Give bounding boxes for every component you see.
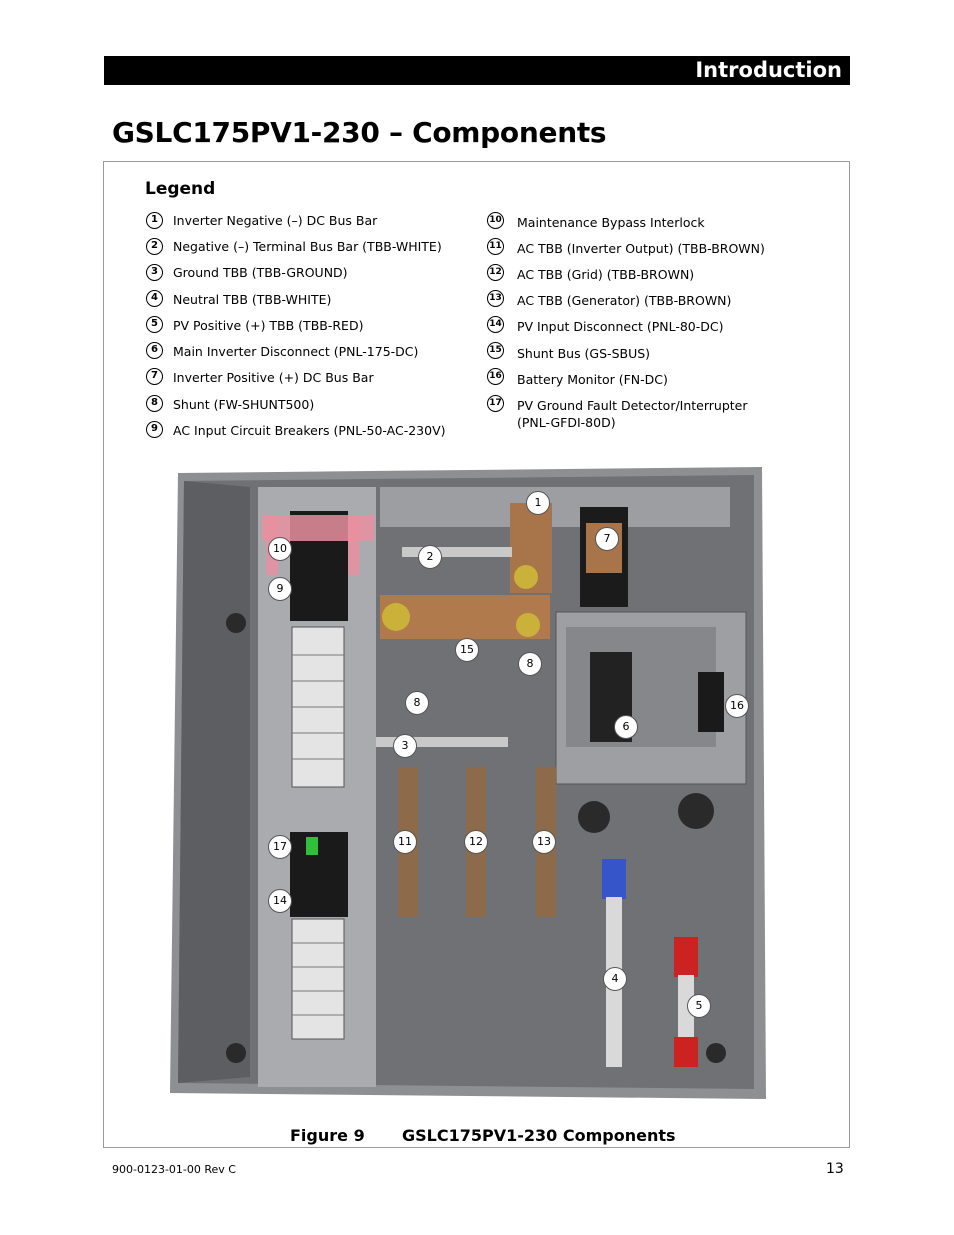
legend-label: Inverter Negative (–) DC Bus Bar [173,213,378,228]
callout-12: 12 [464,830,488,854]
figure-frame [103,161,850,1148]
legend-label: Shunt (FW-SHUNT500) [173,397,315,412]
callout-11: 11 [393,830,417,854]
legend-label: Shunt Bus (GS-SBUS) [517,346,651,361]
legend-label: Ground TBB (TBB-GROUND) [173,265,348,280]
document-number: 900-0123-01-00 Rev C [112,1163,236,1176]
page-title: GSLC175PV1-230 – Components [112,116,607,149]
legend-num: 3 [146,264,163,281]
legend-num: 17 [487,395,504,412]
callout-4: 4 [603,967,627,991]
callout-10: 10 [268,537,292,561]
legend-num: 9 [146,421,163,438]
callout-6: 6 [614,715,638,739]
legend-num: 16 [487,368,504,385]
legend-label: AC TBB (Grid) (TBB-BROWN) [517,267,695,282]
legend-label: PV Input Disconnect (PNL-80-DC) [517,319,724,334]
legend-label: Inverter Positive (+) DC Bus Bar [173,370,374,385]
component-illustration: 1 2 3 4 5 6 7 8 8 9 10 11 12 13 14 15 16… [170,467,768,1107]
legend-num: 14 [487,316,504,333]
section-title: Introduction [695,58,842,82]
figure-label: Figure 9 [290,1126,365,1145]
legend-label: PV Positive (+) TBB (TBB-RED) [173,318,364,333]
legend-num: 15 [487,342,504,359]
legend-title: Legend [145,179,216,199]
legend-label: Neutral TBB (TBB-WHITE) [173,292,332,307]
header-bar: Introduction [104,56,850,85]
legend-num: 6 [146,342,163,359]
legend-label-cont: (PNL-GFDI-80D) [517,415,616,430]
figure-caption: GSLC175PV1-230 Components [402,1126,676,1145]
callout-9: 9 [268,577,292,601]
legend-label: AC TBB (Inverter Output) (TBB-BROWN) [517,241,765,256]
callout-1: 1 [526,491,550,515]
callout-8: 8 [518,652,542,676]
callout-3: 3 [393,734,417,758]
pv-positive-tbb [678,975,694,1045]
legend-label: AC TBB (Generator) (TBB-BROWN) [517,293,732,308]
legend-label: PV Ground Fault Detector/Interrupter [517,398,748,413]
legend-label: Maintenance Bypass Interlock [517,215,705,230]
enclosure-illustration [170,467,766,1099]
callout-14: 14 [268,889,292,913]
callout-5: 5 [687,994,711,1018]
page-number: 13 [826,1161,844,1177]
legend-num: 4 [146,290,163,307]
legend-label: Negative (–) Terminal Bus Bar (TBB-WHITE… [173,239,442,254]
callout-17: 17 [268,835,292,859]
legend-num: 12 [487,264,504,281]
legend-num: 1 [146,212,163,229]
callout-8b: 8 [405,691,429,715]
callout-13: 13 [532,830,556,854]
legend-num: 2 [146,238,163,255]
legend-label: Main Inverter Disconnect (PNL-175-DC) [173,344,419,359]
legend-label: Battery Monitor (FN-DC) [517,372,668,387]
callout-7: 7 [595,527,619,551]
callout-16: 16 [725,694,749,718]
legend-num: 13 [487,290,504,307]
callout-15: 15 [455,638,479,662]
legend-label: AC Input Circuit Breakers (PNL-50-AC-230… [173,423,446,438]
legend-num: 11 [487,238,504,255]
legend-num: 5 [146,316,163,333]
legend-num: 8 [146,395,163,412]
legend-num: 10 [487,212,504,229]
legend-num: 7 [146,368,163,385]
callout-2: 2 [418,545,442,569]
